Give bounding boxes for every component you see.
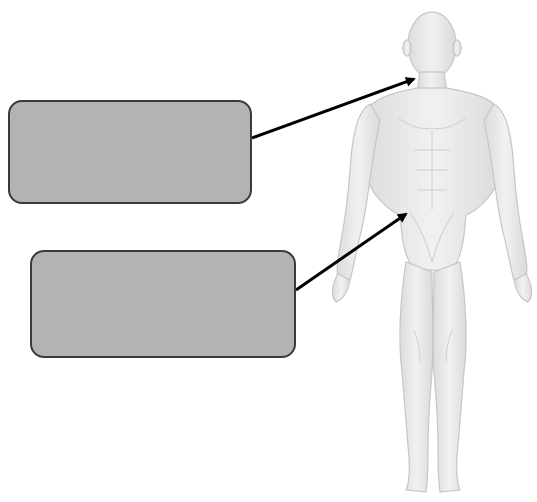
left-hand bbox=[332, 274, 350, 302]
head bbox=[408, 12, 456, 78]
human-body bbox=[332, 12, 531, 492]
right-leg bbox=[433, 262, 466, 492]
label-box-lower[interactable] bbox=[30, 250, 296, 358]
label-box-upper[interactable] bbox=[8, 100, 252, 204]
left-leg bbox=[400, 262, 433, 492]
right-hand bbox=[514, 274, 532, 302]
torso bbox=[363, 88, 504, 270]
